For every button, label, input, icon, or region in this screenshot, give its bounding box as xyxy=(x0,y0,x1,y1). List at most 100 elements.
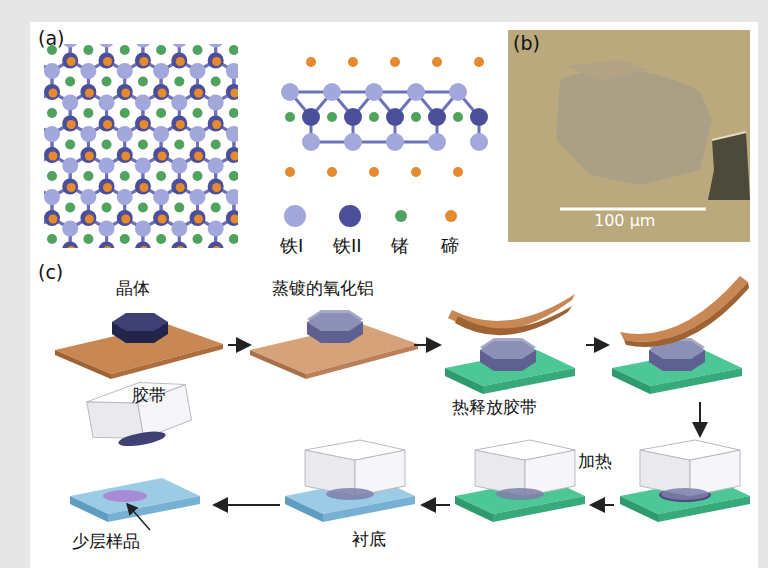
fe2-atom xyxy=(80,210,96,226)
te-atom xyxy=(49,89,58,98)
te-atom xyxy=(158,89,167,98)
ge-atom xyxy=(327,112,337,122)
step-label: 加热 xyxy=(578,452,612,472)
te-atom xyxy=(230,152,238,161)
ge-atom xyxy=(65,140,75,150)
fe1-atom xyxy=(99,44,115,48)
fe2-atom xyxy=(135,242,151,249)
ge-atom xyxy=(156,45,166,55)
ge-atom xyxy=(211,140,221,150)
te-atom xyxy=(103,57,112,66)
fe2-atom xyxy=(208,242,224,249)
fe2-atom xyxy=(208,179,224,195)
ge-atom xyxy=(83,171,93,181)
te-atom xyxy=(176,183,185,192)
fe2-atom xyxy=(386,108,404,126)
te-atom xyxy=(103,246,112,248)
ge-atom xyxy=(83,45,93,55)
fe1-atom xyxy=(171,44,187,48)
fe1-atom xyxy=(62,158,78,174)
te-atom xyxy=(453,167,463,177)
ge-atom xyxy=(47,234,57,244)
fe2-atom xyxy=(80,84,96,100)
te-atom xyxy=(194,152,203,161)
te-atom xyxy=(285,167,295,177)
ge-atom xyxy=(192,108,202,118)
fe2-atom xyxy=(62,242,78,249)
ge-atom xyxy=(138,140,148,150)
te-atom xyxy=(212,183,221,192)
te-atom xyxy=(103,183,112,192)
fe1-atom xyxy=(44,189,60,205)
panel-label: (a) xyxy=(38,28,64,50)
ge-atom xyxy=(120,234,130,244)
fe2-atom xyxy=(189,147,205,163)
te-atom xyxy=(230,215,238,224)
fe1-atom xyxy=(62,221,78,237)
fe1-atom xyxy=(226,63,238,79)
fe1-atom xyxy=(135,158,151,174)
fe1-atom xyxy=(99,95,115,111)
part-label: 蒸镀的氧化铝 xyxy=(272,279,374,299)
fe2-atom xyxy=(171,116,187,132)
fe2-atom xyxy=(99,242,115,249)
ge-atom xyxy=(285,112,295,122)
te-atom xyxy=(121,89,130,98)
fe2-atom xyxy=(171,53,187,69)
te-atom xyxy=(194,89,203,98)
panel-label: (c) xyxy=(38,262,63,284)
fe1-atom xyxy=(44,126,60,142)
legend-label: 铁I xyxy=(280,236,303,257)
te-atom xyxy=(121,152,130,161)
fe2-atom xyxy=(62,116,78,132)
fe1-atom xyxy=(226,126,238,142)
te-atom xyxy=(474,57,484,67)
ge-atom xyxy=(229,234,238,244)
fe2-atom xyxy=(470,108,488,126)
te-atom xyxy=(49,215,58,224)
legend-label: 碲 xyxy=(441,236,459,257)
te-atom xyxy=(49,152,58,161)
fe1-atom xyxy=(386,133,404,151)
te-atom xyxy=(176,57,185,66)
fe2-atom xyxy=(208,116,224,132)
fe1-atom xyxy=(153,126,169,142)
fe2-atom xyxy=(189,210,205,226)
fe1-atom xyxy=(99,158,115,174)
ge-atom xyxy=(47,171,57,181)
fe2-atom xyxy=(189,84,205,100)
te-atom xyxy=(212,57,221,66)
fe2-atom xyxy=(117,84,133,100)
fe1-atom xyxy=(208,158,224,174)
fe1-atom xyxy=(208,44,224,48)
ge-atom xyxy=(229,108,238,118)
fe1-atom xyxy=(80,189,96,205)
te-atom xyxy=(348,57,358,67)
ge-atom xyxy=(174,203,184,213)
fe1-atom xyxy=(407,83,425,101)
legend-label: 锗 xyxy=(391,236,409,257)
fe2-atom xyxy=(344,108,362,126)
fe1-atom xyxy=(99,221,115,237)
te-atom xyxy=(139,246,148,248)
fe1-atom xyxy=(189,189,205,205)
te-atom xyxy=(158,215,167,224)
fe1-atom xyxy=(189,63,205,79)
ge-atom xyxy=(192,234,202,244)
fe1-atom xyxy=(323,83,341,101)
fe1-atom xyxy=(226,189,238,205)
fe1-atom xyxy=(44,63,60,79)
ge-atom xyxy=(65,77,75,87)
te-atom xyxy=(139,183,148,192)
te-atom xyxy=(306,57,316,67)
fe1-atom xyxy=(428,133,446,151)
te-atom xyxy=(139,57,148,66)
ge-atom xyxy=(211,203,221,213)
te-atom xyxy=(432,57,442,67)
fe1-atom xyxy=(117,189,133,205)
fe1-atom xyxy=(80,126,96,142)
ge-atom xyxy=(102,140,112,150)
fe1-atom xyxy=(135,44,151,48)
fe1-atom xyxy=(208,95,224,111)
fe2-atom xyxy=(226,147,238,163)
